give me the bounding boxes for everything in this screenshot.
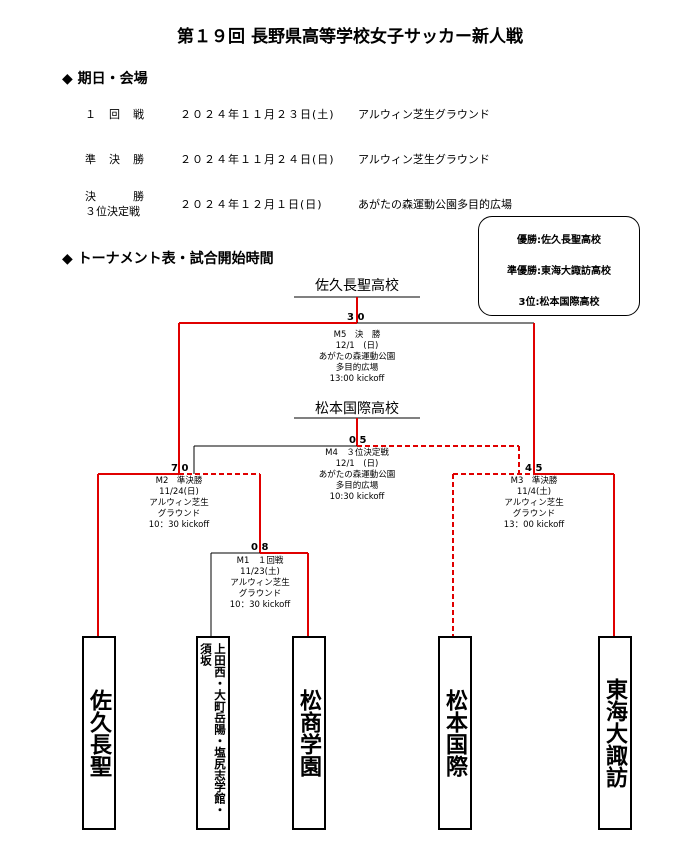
m5-time: 13:00 kickoff [329, 374, 385, 384]
champion-label: 優勝:佐久長聖高校 [517, 235, 601, 246]
schedule-round-3b: ３位決定戦 [85, 205, 140, 218]
team-name: 佐久長聖 [86, 689, 112, 777]
m2-date: 11/24(日) [159, 487, 199, 497]
m2-venue-2: グラウンド [157, 509, 201, 519]
match-info-m1: M1 １回戦 11/23(土) アルウィン芝生 グラウンド 10：30 kick… [200, 556, 320, 611]
match-info-m5: M5 決 勝 12/1 (日) あがたの森運動公園 多目的広場 13:00 ki… [297, 330, 417, 385]
page-title: 第１９回 長野県高等学校女子サッカー新人戦 [177, 27, 523, 47]
schedule-round-1: １ 回 戦 [85, 108, 145, 121]
m4-venue: あがたの森運動公園 [318, 470, 396, 480]
schedule-round-2: 準 決 勝 [85, 153, 145, 166]
m1-label: M1 １回戦 [236, 556, 284, 566]
score-final: 3 0 [347, 312, 365, 323]
m3-date: 11/4(土) [516, 487, 552, 497]
match-info-m2: M2 準決勝 11/24(日) アルウィン芝生 グラウンド 10：30 kick… [119, 476, 239, 531]
bracket-heading: ◆ トーナメント表・試合開始時間 [62, 251, 274, 267]
third-place-label: 3位:松本国際高校 [518, 297, 600, 308]
m5-venue: あがたの森運動公園 [318, 352, 396, 362]
m4-time: 10:30 kickoff [329, 492, 385, 502]
m4-venue-2: 多目的広場 [335, 481, 379, 491]
m3-time: 13：00 kickoff [503, 520, 565, 530]
m1-date: 11/23(土) [240, 567, 280, 577]
team-name: 松本国際 [442, 689, 468, 777]
results-box: 優勝:佐久長聖高校 準優勝:東海大諏訪高校 3位:松本国際高校 [478, 216, 640, 316]
m1-venue: アルウィン芝生 [230, 578, 290, 588]
m2-venue: アルウィン芝生 [149, 498, 209, 508]
team-name: 松商学園 [296, 689, 322, 777]
m5-date: 12/1 (日) [335, 341, 379, 351]
match-info-m4: M4 ３位決定戦 12/1 (日) あがたの森運動公園 多目的広場 10:30 … [297, 448, 417, 503]
score-sf-left: 7 0 [171, 463, 189, 474]
match-info-m3: M3 準決勝 11/4(土) アルウィン芝生 グラウンド 13：00 kicko… [474, 476, 594, 531]
m3-venue: アルウィン芝生 [504, 498, 564, 508]
team-name: 東海大諏訪 [602, 678, 628, 788]
m5-venue-2: 多目的広場 [335, 363, 379, 373]
schedule-round-3: 決 勝 [85, 190, 145, 203]
m4-date: 12/1 (日) [335, 459, 379, 469]
m3-venue-2: グラウンド [512, 509, 556, 519]
schedule-heading: ◆ 期日・会場 [62, 71, 148, 87]
m2-time: 10：30 kickoff [148, 520, 210, 530]
m4-label: M4 ３位決定戦 [325, 448, 389, 458]
schedule-date-2: ２０２４年１１月２４日(日) [180, 153, 335, 166]
score-r1: 0 8 [251, 542, 269, 553]
m3-label: M3 準決勝 [510, 476, 558, 486]
team-box-matsumoto: 松本国際 [438, 636, 472, 830]
schedule-venue-3: あがたの森運動公園多目的広場 [358, 198, 512, 211]
score-sf-right: 4 5 [525, 463, 543, 474]
schedule-venue-1: アルウィン芝生グラウンド [358, 108, 490, 121]
team-box-saku: 佐久長聖 [82, 636, 116, 830]
m1-time: 10：30 kickoff [229, 600, 291, 610]
schedule-date-3: ２０２４年１２月１日(日) [180, 198, 323, 211]
m2-label: M2 準決勝 [155, 476, 203, 486]
team-box-tokai: 東海大諏訪 [598, 636, 632, 830]
team-name: 上田西・大町岳陽・塩尻志学館・須坂 [199, 643, 227, 816]
team-box-combined: 上田西・大町岳陽・塩尻志学館・須坂 [196, 636, 230, 830]
schedule-date-1: ２０２４年１１月２３日(土) [180, 108, 335, 121]
team-box-matsusho: 松商学園 [292, 636, 326, 830]
runner-up-label: 準優勝:東海大諏訪高校 [507, 266, 611, 277]
score-third: 0 5 [349, 435, 367, 446]
final-winner-name: 佐久長聖高校 [315, 278, 399, 294]
schedule-venue-2: アルウィン芝生グラウンド [358, 153, 490, 166]
m5-label: M5 決 勝 [333, 330, 381, 340]
m1-venue-2: グラウンド [238, 589, 282, 599]
third-winner-name: 松本国際高校 [315, 401, 399, 417]
